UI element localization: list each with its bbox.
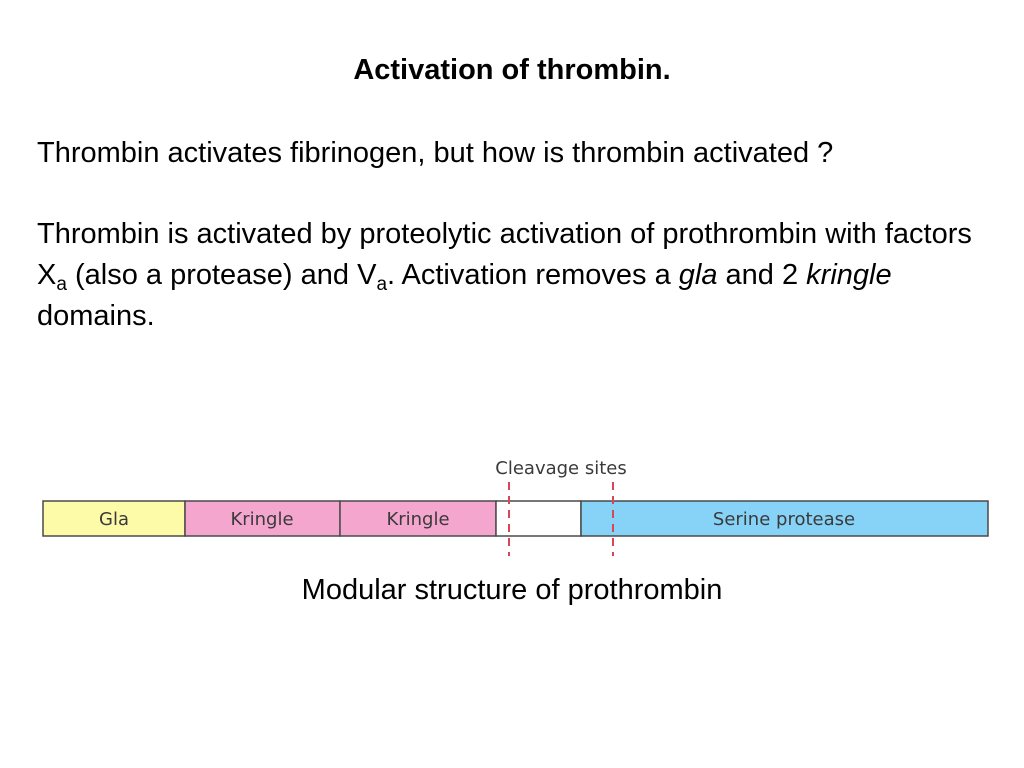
domain-serine-protease-label: Serine protease [713, 509, 855, 530]
domain-linker [495, 500, 582, 537]
domain-kringle-1-label: Kringle [230, 509, 293, 530]
activation-explanation: Thrombin is activated by proteolytic act… [37, 214, 997, 337]
domain-gla-label: Gla [99, 509, 129, 530]
domain-bar: Gla Kringle Kringle Serine protease [42, 500, 989, 537]
factor-x-subscript: a [56, 274, 67, 295]
cleavage-sites-label: Cleavage sites [495, 458, 626, 479]
slide-title: Activation of thrombin. [353, 54, 671, 86]
diagram-caption: Modular structure of prothrombin [301, 574, 723, 606]
gla-term: gla [678, 259, 718, 291]
intro-question: Thrombin activates fibrinogen, but how i… [37, 137, 834, 169]
prothrombin-domain-diagram: Cleavage sites Gla Kringle Kringle Serin… [42, 458, 989, 556]
factor-v-subscript: a [376, 274, 388, 295]
kringle-term: kringle [806, 259, 892, 291]
explanation-text-2: (also a protease) and V [66, 259, 377, 291]
explanation-text-1: Thrombin is activated by proteolytic act… [37, 218, 972, 291]
domain-gla [42, 500, 186, 537]
explanation-text-5: domains. [37, 300, 155, 332]
explanation-text-4: and 2 [717, 259, 807, 291]
explanation-text-3: . Activation removes a [387, 259, 679, 291]
domain-serine-protease [580, 500, 989, 537]
domain-kringle-2 [339, 500, 497, 537]
domain-kringle-2-label: Kringle [386, 509, 449, 530]
